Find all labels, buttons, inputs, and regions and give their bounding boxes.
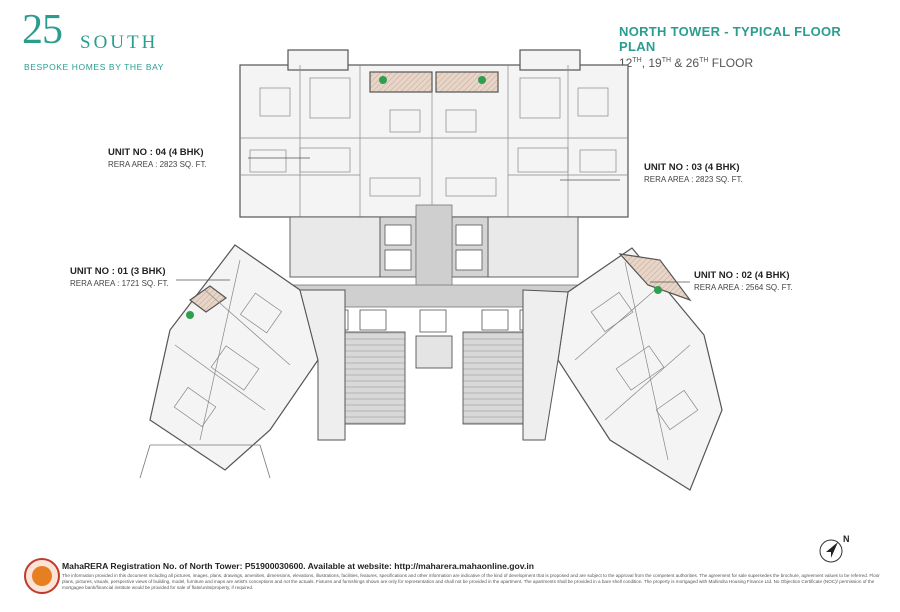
unit-label-02: UNIT NO : 02 (4 BHK) RERA AREA : 2564 SQ…	[690, 268, 797, 296]
logo-word: SOUTH	[80, 32, 159, 53]
unit-label-01: UNIT NO : 01 (3 BHK) RERA AREA : 1721 SQ…	[66, 264, 173, 292]
unit-number: UNIT NO : 02 (4 BHK)	[694, 270, 790, 281]
rera-area: RERA AREA : 1721 SQ. FT.	[70, 279, 169, 288]
unit-label-03: UNIT NO : 03 (4 BHK) RERA AREA : 2823 SQ…	[640, 160, 747, 188]
logo-number: 25	[22, 7, 63, 53]
disclaimer-text: The information provided in this documen…	[62, 573, 880, 591]
floor-26: 26	[685, 56, 700, 70]
page-title: NORTH TOWER - TYPICAL FLOOR PLAN	[619, 24, 842, 54]
left-podium	[299, 289, 346, 441]
corridor	[289, 204, 581, 308]
compass-arrow-icon: N	[819, 534, 850, 563]
unit-number: UNIT NO : 04 (4 BHK)	[108, 147, 204, 158]
floor-suffix: TH	[632, 57, 642, 64]
floor-separator: &	[671, 56, 686, 70]
title-block: NORTH TOWER - TYPICAL FLOOR PLAN 12TH, 1…	[619, 24, 869, 70]
maharera-logo	[24, 558, 60, 594]
rera-registration: MahaRERA Registration No. of North Tower…	[62, 561, 534, 571]
unit-number: UNIT NO : 01 (3 BHK)	[70, 266, 166, 277]
rera-area: RERA AREA : 2823 SQ. FT.	[108, 160, 207, 169]
north-compass: N	[817, 533, 857, 570]
left-site-lines	[139, 444, 271, 479]
upper-wing	[239, 49, 629, 218]
rera-area: RERA AREA : 2564 SQ. FT.	[694, 283, 793, 292]
brand-logo: 25 SOUTH BESPOKE HOMES BY THE BAY	[22, 7, 163, 72]
floor-suffix: TH	[699, 57, 709, 64]
staircases	[344, 331, 524, 425]
brand-tagline: BESPOKE HOMES BY THE BAY	[24, 62, 165, 72]
unit-label-04: UNIT NO : 04 (4 BHK) RERA AREA : 2823 SQ…	[104, 145, 211, 173]
planters	[186, 76, 662, 319]
rera-area: RERA AREA : 2823 SQ. FT.	[644, 175, 743, 184]
upper-partitions	[240, 65, 628, 217]
compass-label: N	[843, 534, 850, 544]
floor-list: 12TH, 19TH & 26TH FLOOR	[619, 56, 869, 70]
maharera-logo-inner	[32, 566, 52, 586]
floor-separator: ,	[641, 56, 649, 70]
right-podium	[522, 289, 569, 441]
floor-suffix: TH	[661, 57, 672, 64]
unit-number: UNIT NO : 03 (4 BHK)	[644, 162, 740, 173]
left-partitions	[173, 259, 291, 441]
right-partitions	[574, 261, 699, 461]
left-wing	[149, 244, 319, 471]
floor-19: 19	[648, 56, 662, 70]
leader-lines	[176, 157, 695, 283]
floor-word: FLOOR	[708, 56, 754, 70]
